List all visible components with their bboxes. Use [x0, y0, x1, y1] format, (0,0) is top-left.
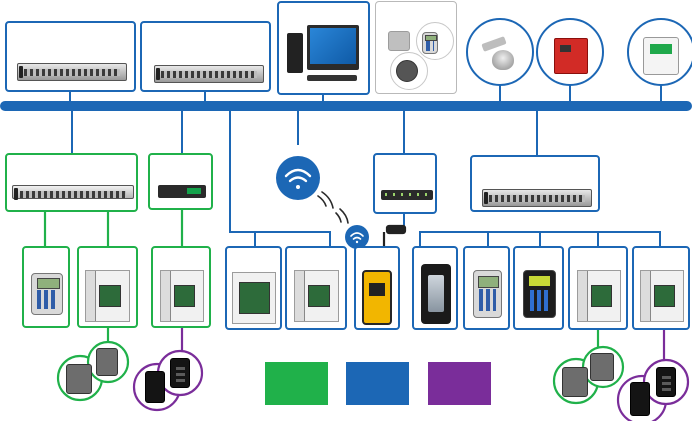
rack-server-box[interactable] — [470, 155, 600, 212]
display-reader-box[interactable] — [513, 246, 564, 330]
keypad-reader-icon — [473, 270, 502, 318]
switch-icon — [381, 190, 433, 200]
door-controller-box[interactable] — [568, 246, 628, 330]
legend-swatch-blue — [346, 362, 409, 405]
keypad-reader-icon — [170, 358, 190, 388]
network-bridge-box[interactable] — [148, 153, 213, 210]
network-switch-box[interactable] — [373, 153, 437, 214]
card-reader-icon — [630, 382, 650, 416]
camera-icon — [388, 31, 410, 51]
display-reader-icon — [523, 270, 556, 318]
door-controller-icon — [160, 270, 204, 322]
network-controller-box[interactable] — [5, 153, 138, 212]
door-controller-icon — [577, 270, 621, 322]
fire-alarm-panel-icon[interactable] — [554, 38, 588, 74]
pc-tower-icon — [287, 33, 303, 73]
door-controller-box[interactable] — [77, 246, 138, 328]
door-controller-icon — [294, 270, 339, 322]
door-controller-box[interactable] — [151, 246, 211, 328]
dome-camera-icon[interactable] — [481, 36, 518, 74]
keyboard-icon — [307, 75, 357, 81]
wifi-icon — [284, 168, 312, 189]
door-controller-icon — [640, 270, 684, 322]
keypad-reader-icon — [31, 273, 63, 315]
network-backbone — [0, 101, 692, 111]
wireless-lock-icon — [362, 270, 392, 325]
rack-server-icon — [17, 63, 127, 81]
biometric-reader-icon — [421, 264, 451, 324]
bridge-icon — [158, 185, 206, 198]
rack-server-box[interactable] — [5, 21, 136, 92]
door-controller-box[interactable] — [285, 246, 347, 330]
rack-controller-icon — [12, 185, 134, 200]
card-reader-icon — [145, 371, 165, 403]
rack-server-icon — [154, 65, 264, 83]
card-reader-icon — [590, 353, 614, 381]
card-reader-icon — [66, 364, 92, 394]
legend-swatch-green — [265, 362, 328, 405]
wireless-lock-box[interactable] — [354, 246, 400, 330]
legend-swatch-purple — [428, 362, 491, 405]
rack-server-icon — [482, 189, 592, 207]
keypad-reader-box[interactable] — [463, 246, 510, 330]
controller-board-icon — [232, 272, 276, 324]
wifi-icon — [350, 232, 364, 244]
alarm-keypad-icon[interactable] — [643, 37, 679, 75]
card-reader-icon — [96, 348, 118, 376]
card-reader-icon — [562, 367, 588, 397]
rack-server-box[interactable] — [140, 21, 271, 92]
door-controller-box[interactable] — [632, 246, 690, 330]
monitor-icon — [307, 25, 359, 70]
keypad-reader-box[interactable] — [22, 246, 70, 328]
biometric-reader-box[interactable] — [412, 246, 458, 330]
door-controller-icon — [85, 270, 130, 322]
device-collage-box[interactable] — [375, 1, 457, 94]
desktop-computer-box[interactable] — [277, 1, 370, 95]
controller-board-box[interactable] — [225, 246, 282, 330]
wireless-signal-icon — [317, 191, 349, 224]
keypad-reader-icon — [656, 367, 676, 397]
